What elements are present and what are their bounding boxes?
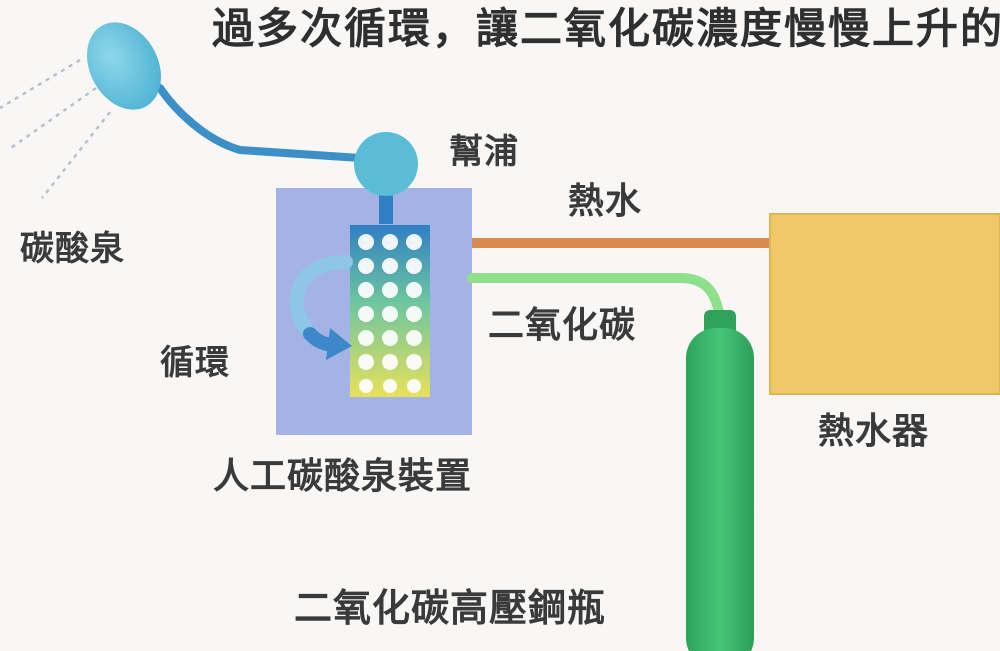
circulation-arrow-icon [289, 255, 353, 360]
bubble-column-icon [350, 225, 430, 397]
carbonated-spring-label: 碳酸泉 [20, 229, 125, 269]
water-heater-label: 熱水器 [818, 411, 930, 452]
shower-spray [0, 58, 111, 199]
water-heater [769, 213, 1000, 395]
shower-hose [156, 84, 364, 162]
circulation-label: 循環 [160, 343, 230, 383]
device-label: 人工碳酸泉裝置 [213, 456, 473, 497]
header-caption: 過多次循環，讓二氧化碳濃度慢慢上升的 [212, 4, 1000, 53]
hot-water-label: 熱水 [568, 181, 643, 222]
co2-cylinder [686, 310, 754, 651]
pump-label: 幫浦 [449, 132, 519, 172]
shower-head-icon [87, 22, 161, 110]
co2-label: 二氧化碳 [488, 305, 637, 346]
co2-pipe [467, 273, 725, 323]
pump-icon [354, 132, 418, 196]
co2-cylinder-label: 二氧化碳高壓鋼瓶 [294, 586, 607, 630]
